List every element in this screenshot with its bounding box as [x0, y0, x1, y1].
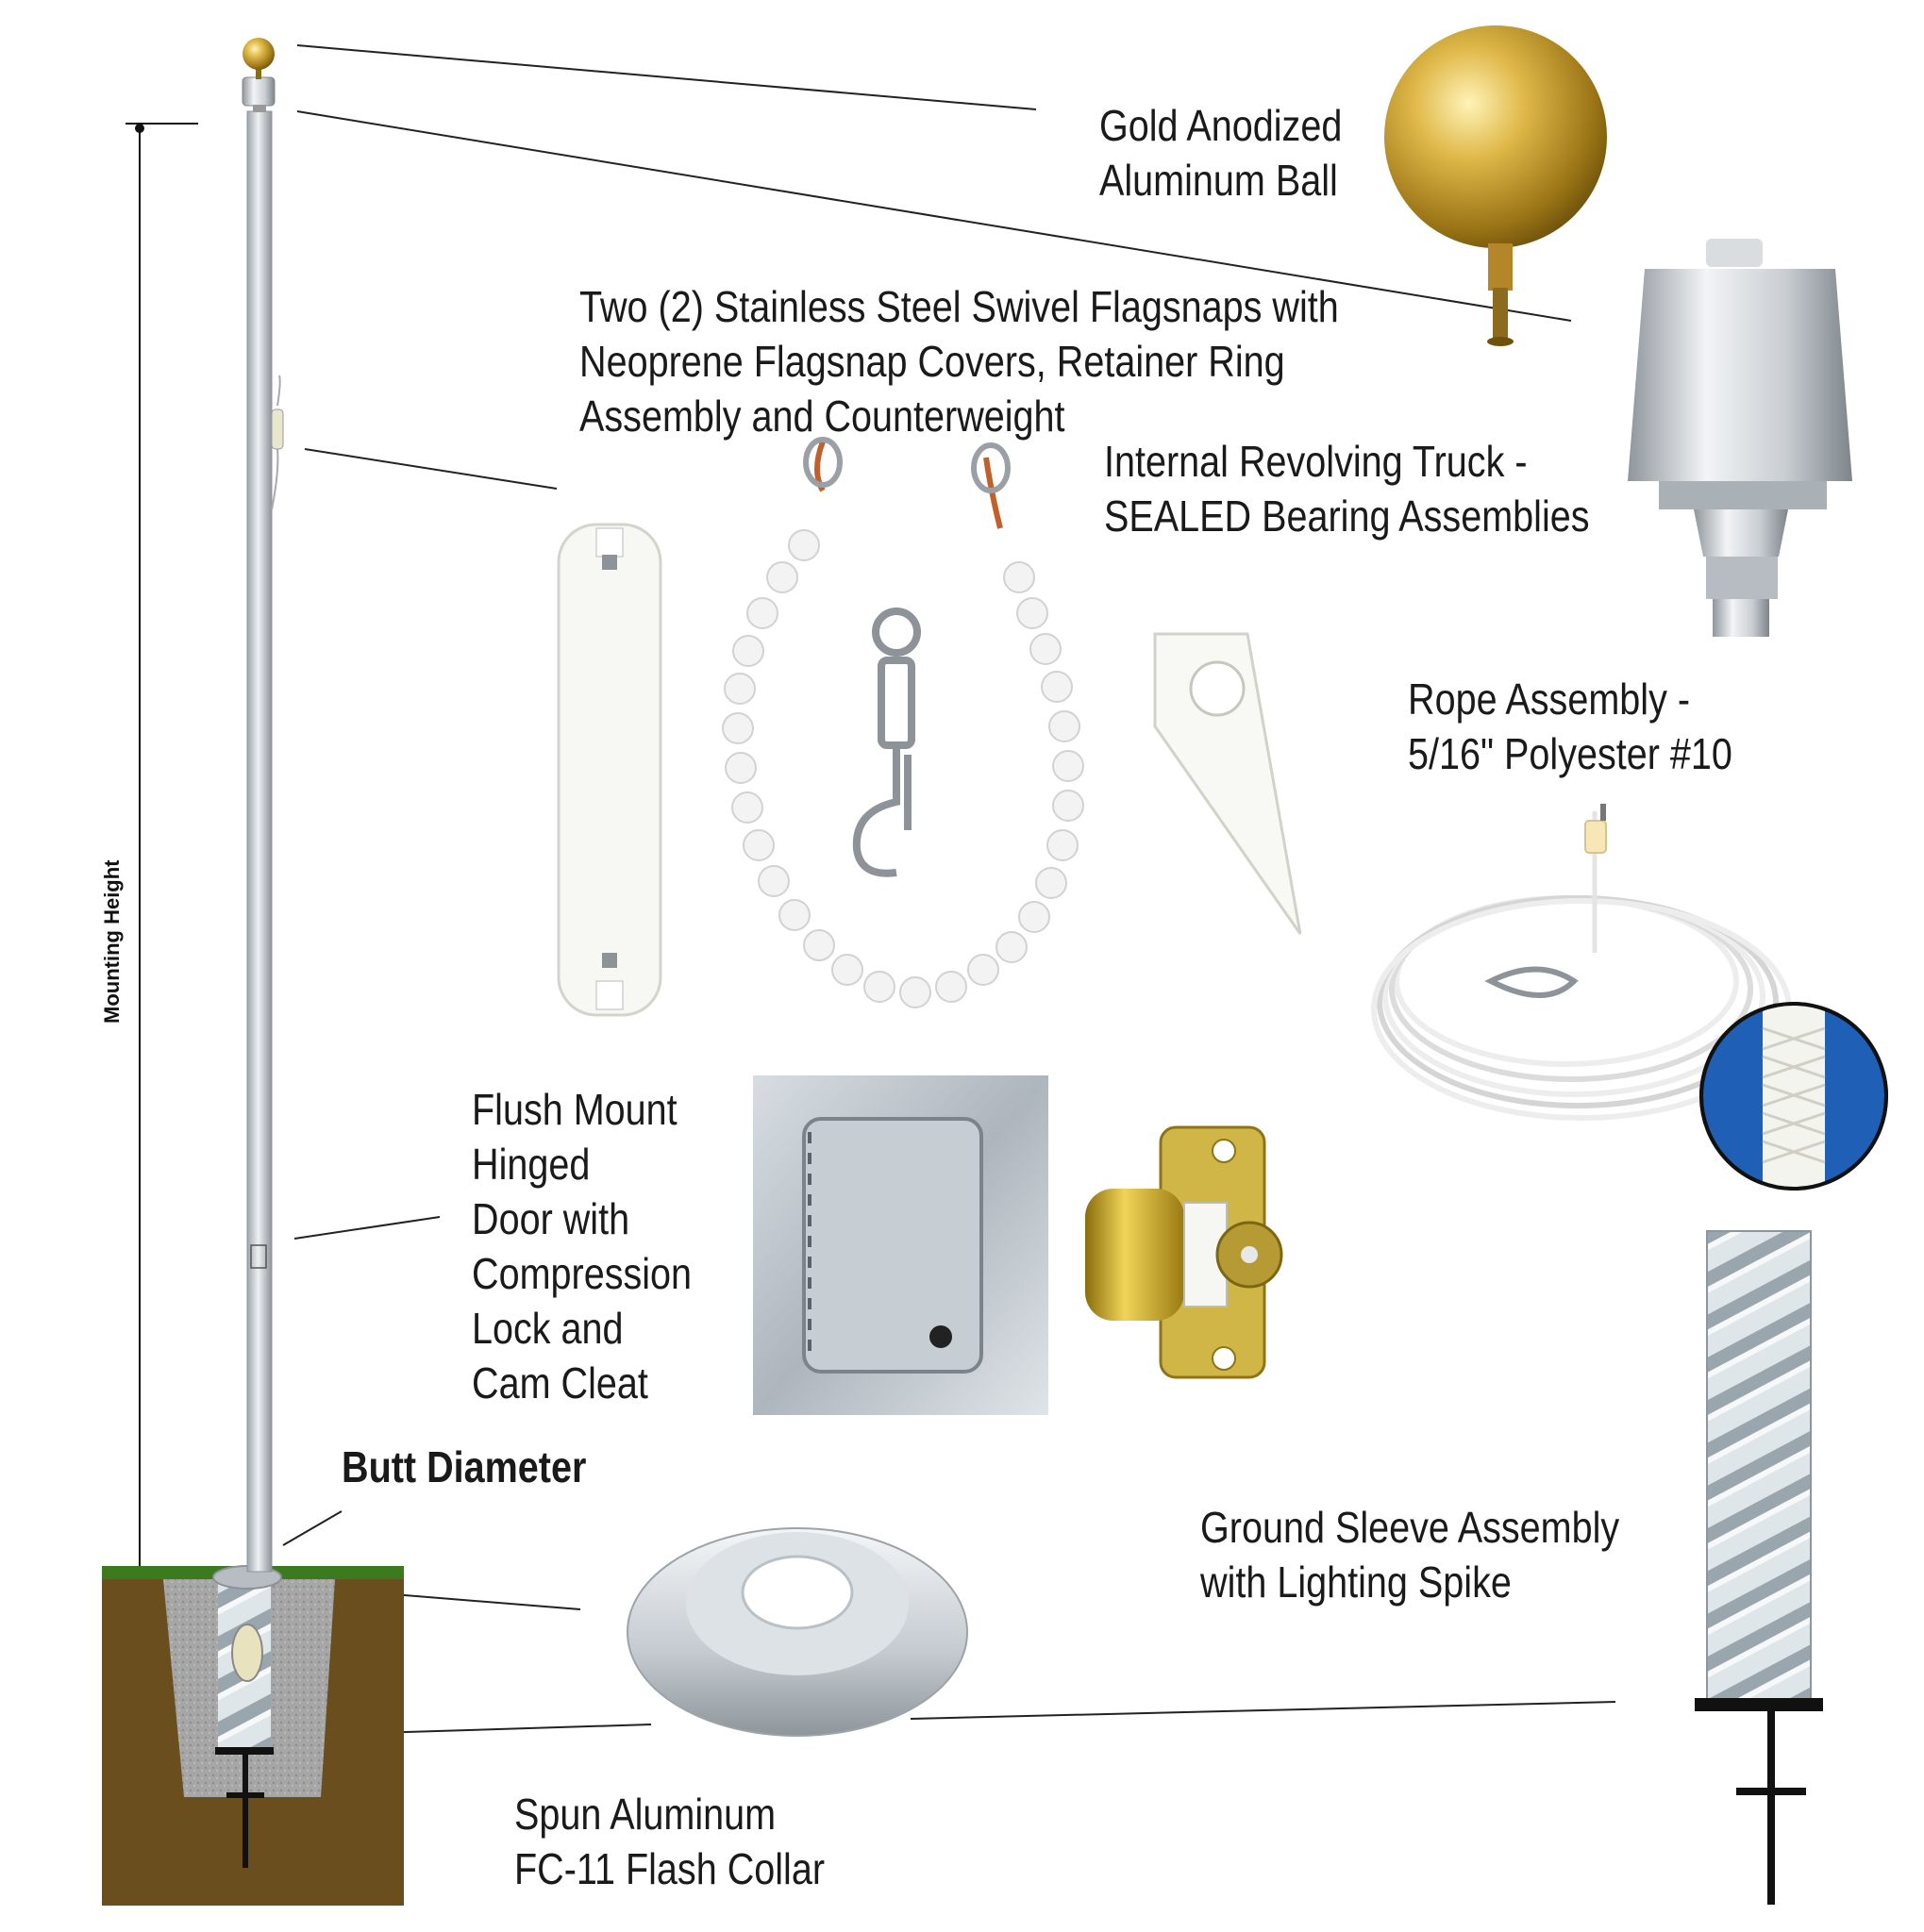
rope-weave-icon [1699, 1002, 1888, 1191]
gold-ball-icon [1384, 25, 1607, 346]
counterweight-icon [557, 523, 662, 1017]
flagsnap-chain-icon [722, 437, 1084, 1008]
door-callout: Flush Mount Hinged Door with Compression… [472, 1085, 693, 1407]
rope-callout: Rope Assembly - 5/16" Polyester #10 [1408, 675, 1732, 778]
ground-sleeve-icon [1695, 1230, 1823, 1905]
flagpole-icon [242, 38, 284, 1573]
butt-diameter-label: Butt Diameter [342, 1442, 587, 1491]
collar-callout: Spun Aluminum FC-11 Flash Collar [514, 1790, 826, 1893]
retainer-ring-icon [1153, 632, 1302, 935]
cam-cleat-icon [1085, 1125, 1283, 1379]
ball-callout: Gold Anodized Aluminum Ball [1099, 101, 1343, 205]
truck-callout: Internal Revolving Truck - SEALED Bearin… [1104, 437, 1590, 541]
hinged-door-icon [753, 1075, 1048, 1415]
sleeve-callout: Ground Sleeve Assembly with Lighting Spi… [1200, 1503, 1620, 1607]
mounting-height-label: Mounting Height [100, 859, 124, 1024]
revolving-truck-icon [1628, 239, 1852, 637]
flagsnaps-callout: Two (2) Stainless Steel Swivel Flagsnaps… [579, 282, 1339, 441]
rope-coil-icon [1371, 804, 1792, 1121]
flash-collar-icon [627, 1527, 968, 1737]
mounting-height-dimension [125, 123, 198, 1580]
ground-section [102, 1565, 404, 1906]
